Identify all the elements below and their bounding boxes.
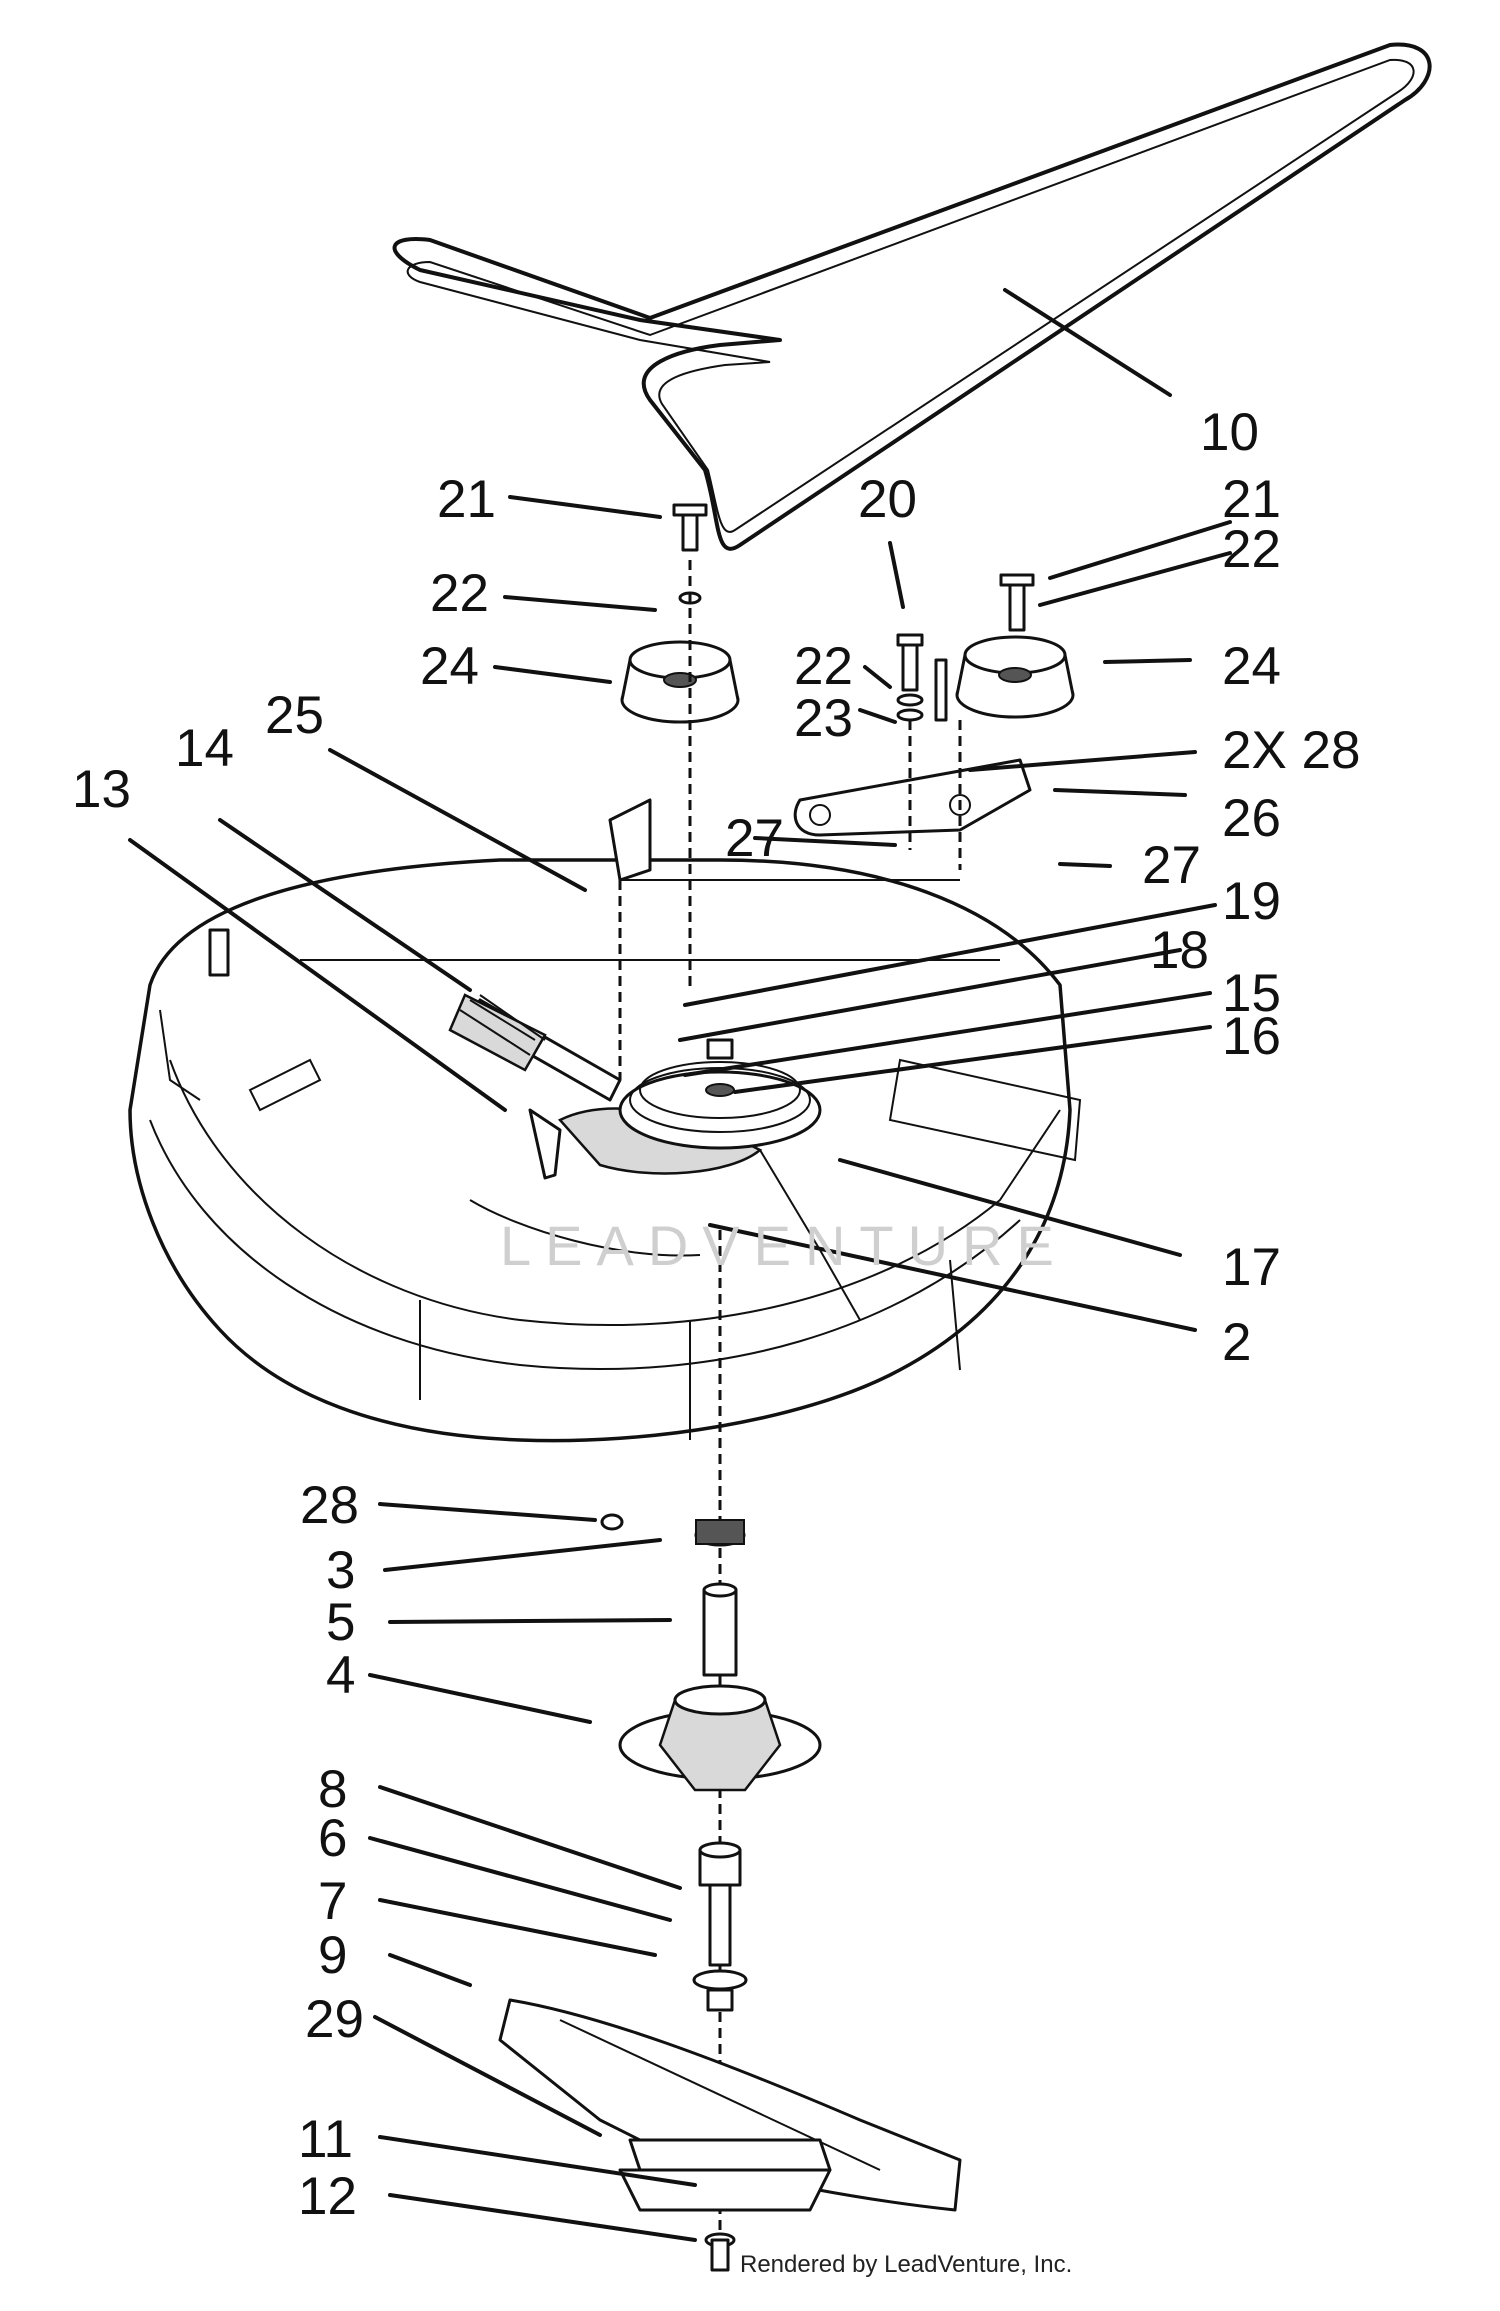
callout-3: 3 (326, 1541, 355, 1600)
idler-arm-and-spring (448, 993, 622, 1180)
callout-labels: 10 21 20 21 22 22 24 22 24 23 25 14 2X 2… (72, 403, 1361, 2226)
callout-19: 19 (1222, 872, 1281, 931)
callout-14: 14 (175, 719, 234, 778)
drive-belt (392, 42, 1432, 551)
callout-2x28: 2X 28 (1222, 721, 1361, 780)
callout-22-center: 22 (794, 637, 853, 696)
callout-7: 7 (318, 1872, 347, 1931)
callout-12: 12 (298, 2167, 357, 2226)
hardware-bolts (608, 503, 1035, 882)
leader-lines (128, 288, 1232, 2242)
idler-pulley-right (955, 635, 1075, 719)
callout-27-right: 27 (1142, 836, 1201, 895)
callout-29: 29 (305, 1990, 364, 2049)
mower-deck-housing (128, 858, 1082, 1443)
callout-13: 13 (72, 760, 131, 819)
callout-6: 6 (318, 1809, 347, 1868)
callout-8: 8 (318, 1760, 347, 1819)
callout-16: 16 (1222, 1007, 1281, 1066)
callout-15: 15 (1222, 964, 1281, 1023)
callout-9: 9 (318, 1926, 347, 1985)
callout-24-right: 24 (1222, 637, 1281, 696)
callout-28: 28 (300, 1476, 359, 1535)
callout-20: 20 (858, 470, 917, 529)
callout-5: 5 (326, 1593, 355, 1652)
callout-27-left: 27 (725, 809, 784, 868)
spindle-pulley (618, 1038, 822, 1150)
callout-21-right: 21 (1222, 470, 1281, 529)
callout-26: 26 (1222, 789, 1281, 848)
callout-2: 2 (1222, 1313, 1251, 1372)
render-credit: Rendered by LeadVenture, Inc. (740, 2251, 1072, 2278)
callout-22-left: 22 (430, 564, 489, 623)
blade-bolt (704, 2232, 736, 2272)
callout-17: 17 (1222, 1238, 1281, 1297)
mower-blade (498, 1998, 962, 2212)
callout-24-left: 24 (420, 637, 479, 696)
idler-bracket (793, 758, 1032, 837)
callout-21-left: 21 (437, 470, 496, 529)
callout-18: 18 (1150, 921, 1209, 980)
callout-23: 23 (794, 689, 853, 748)
callout-4: 4 (326, 1646, 355, 1705)
callout-11: 11 (298, 2110, 353, 2169)
callout-25: 25 (265, 686, 324, 745)
spindle-stack (600, 1513, 822, 2012)
callout-10: 10 (1200, 403, 1259, 462)
callout-22-right: 22 (1222, 520, 1281, 579)
idler-pulley-left (620, 640, 740, 724)
watermark-text: LEADVENTURE (500, 1214, 1068, 1277)
